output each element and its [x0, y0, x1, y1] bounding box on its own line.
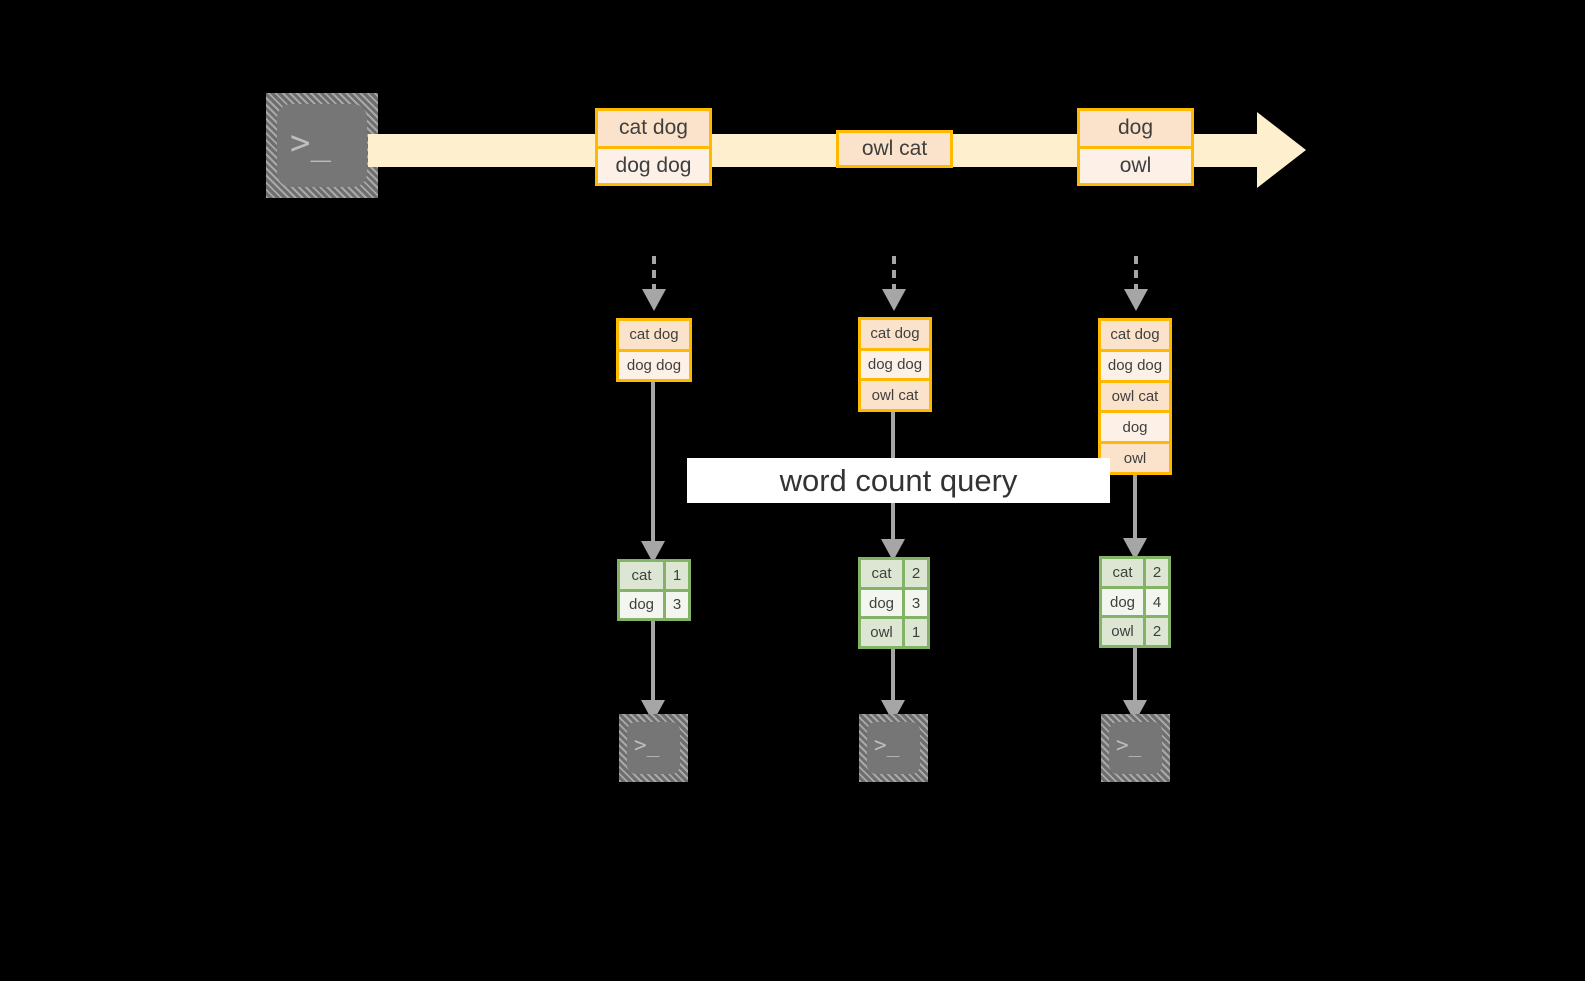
result-count: 3 [905, 589, 927, 617]
stream-batch-3-line: owl [1080, 145, 1191, 183]
accumulated-line: cat dog [861, 320, 929, 348]
accumulated-line: dog [1101, 410, 1169, 442]
snapshot-1-inbound-arrowhead [642, 289, 666, 311]
accumulated-line: dog dog [619, 348, 689, 379]
result-row: dog 4 [1102, 585, 1168, 616]
accumulated-line: cat dog [619, 321, 689, 349]
terminal-prompt-icon: >_ [874, 733, 900, 757]
snapshot-1-result-table[interactable]: cat 1 dog 3 [617, 559, 691, 621]
accumulated-line: cat dog [1101, 321, 1169, 349]
sink-terminal-body: >_ [867, 722, 920, 774]
result-count: 3 [666, 591, 688, 618]
snapshot-3-inbound-dash [1134, 256, 1138, 292]
result-row: cat 2 [861, 560, 927, 587]
result-row: dog 3 [861, 586, 927, 617]
accumulated-line: owl [1101, 441, 1169, 472]
snapshot-3-result-table[interactable]: cat 2 dog 4 owl 2 [1099, 556, 1171, 648]
stream-batch-2[interactable]: owl cat [836, 130, 953, 168]
terminal-prompt-icon: >_ [634, 733, 660, 757]
result-row: cat 2 [1102, 559, 1168, 586]
snapshot-2-accumulated[interactable]: cat dog dog dog owl cat [858, 317, 932, 412]
snapshot-3-accumulated[interactable]: cat dog dog dog owl cat dog owl [1098, 318, 1172, 475]
accumulated-line: dog dog [1101, 348, 1169, 380]
snapshot-1-query-arrowhead [641, 541, 665, 563]
terminal-prompt-icon: >_ [290, 123, 331, 163]
stream-batch-3[interactable]: dog owl [1077, 108, 1194, 186]
stream-arrowhead [1257, 112, 1306, 188]
sink-terminal-body: >_ [1109, 722, 1162, 774]
result-word: dog [620, 591, 666, 618]
result-count: 1 [905, 619, 927, 647]
result-row: cat 1 [620, 562, 688, 589]
stream-batch-1[interactable]: cat dog dog dog [595, 108, 712, 186]
result-count: 4 [1146, 588, 1168, 616]
accumulated-line: dog dog [861, 347, 929, 379]
snapshot-3-inbound-arrowhead [1124, 289, 1148, 311]
result-word: dog [1102, 588, 1146, 616]
snapshot-2-sink-terminal[interactable]: >_ [859, 714, 928, 782]
snapshot-2-inbound-arrowhead [882, 289, 906, 311]
snapshot-2-result-table[interactable]: cat 2 dog 3 owl 1 [858, 557, 930, 649]
result-word: dog [861, 589, 905, 617]
terminal-prompt-icon: >_ [1116, 733, 1142, 757]
result-word: owl [1102, 618, 1146, 646]
result-count: 2 [1146, 618, 1168, 646]
result-row: dog 3 [620, 588, 688, 618]
result-row: owl 1 [861, 616, 927, 647]
source-terminal-node[interactable]: >_ [266, 93, 378, 198]
snapshot-1-accumulated[interactable]: cat dog dog dog [616, 318, 692, 382]
result-word: cat [1102, 559, 1146, 586]
stream-batch-2-line: owl cat [839, 133, 950, 165]
snapshot-3-query-arrow-line [1133, 475, 1137, 542]
result-row: owl 2 [1102, 615, 1168, 646]
source-terminal-body: >_ [277, 104, 367, 187]
snapshot-2-inbound-dash [892, 256, 896, 292]
result-count: 1 [666, 562, 688, 589]
result-word: owl [861, 619, 905, 647]
sink-terminal-body: >_ [627, 722, 680, 774]
snapshot-1-sink-arrow-line [651, 621, 655, 703]
accumulated-line: owl cat [861, 378, 929, 410]
result-word: cat [861, 560, 905, 587]
result-count: 2 [905, 560, 927, 587]
snapshot-3-sink-terminal[interactable]: >_ [1101, 714, 1170, 782]
snapshot-1-sink-terminal[interactable]: >_ [619, 714, 688, 782]
result-word: cat [620, 562, 666, 589]
snapshot-2-query-arrowhead [881, 539, 905, 561]
snapshot-3-sink-arrow-line [1133, 648, 1137, 703]
snapshot-2-sink-arrow-line [891, 649, 895, 703]
accumulated-line: owl cat [1101, 379, 1169, 411]
snapshot-1-query-arrow-line [651, 382, 655, 544]
word-count-query-label: word count query [687, 458, 1110, 503]
snapshot-3-query-arrowhead [1123, 538, 1147, 560]
stream-batch-3-line: dog [1080, 111, 1191, 146]
snapshot-1-inbound-dash [652, 256, 656, 292]
stream-batch-1-line: cat dog [598, 111, 709, 146]
result-count: 2 [1146, 559, 1168, 586]
stream-batch-1-line: dog dog [598, 145, 709, 183]
